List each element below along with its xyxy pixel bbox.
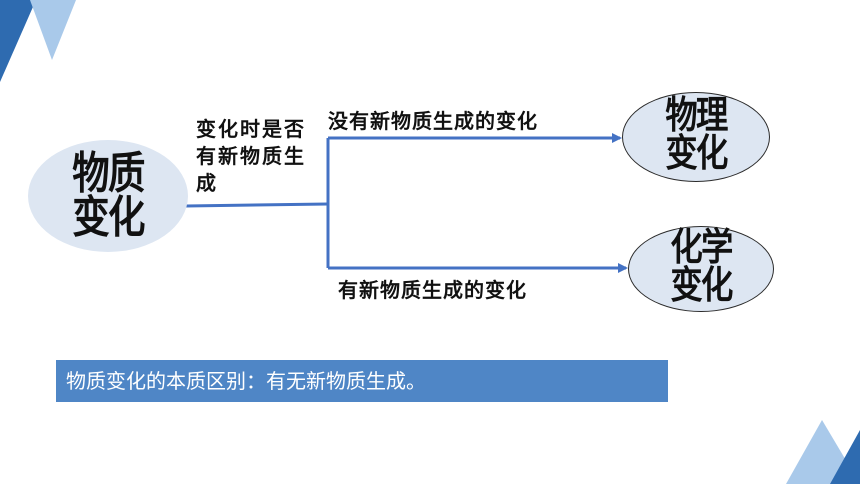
root-node-label: 物质 变化 [72,148,145,243]
top-left-light-triangle [30,0,76,60]
branch-label-bottom: 有新物质生成的变化 [338,278,527,302]
physical-change-node-label: 物理 变化 [665,93,728,175]
branch-label-top: 没有新物质生成的变化 [328,109,538,133]
chemical-change-node-ellipse [628,226,774,312]
root-connector-line [185,202,329,208]
top-left-dark-triangle [0,0,36,82]
conclusion-banner: 物质变化的本质区别：有无新物质生成。 [56,360,668,402]
decision-question: 变化时是否有新物质生成 [196,117,306,195]
bottom-right-dark-triangle [830,430,860,484]
root-node-ellipse [28,140,188,252]
physical-change-node-ellipse [622,92,770,182]
chemical-change-node-label: 化学 变化 [670,225,733,307]
